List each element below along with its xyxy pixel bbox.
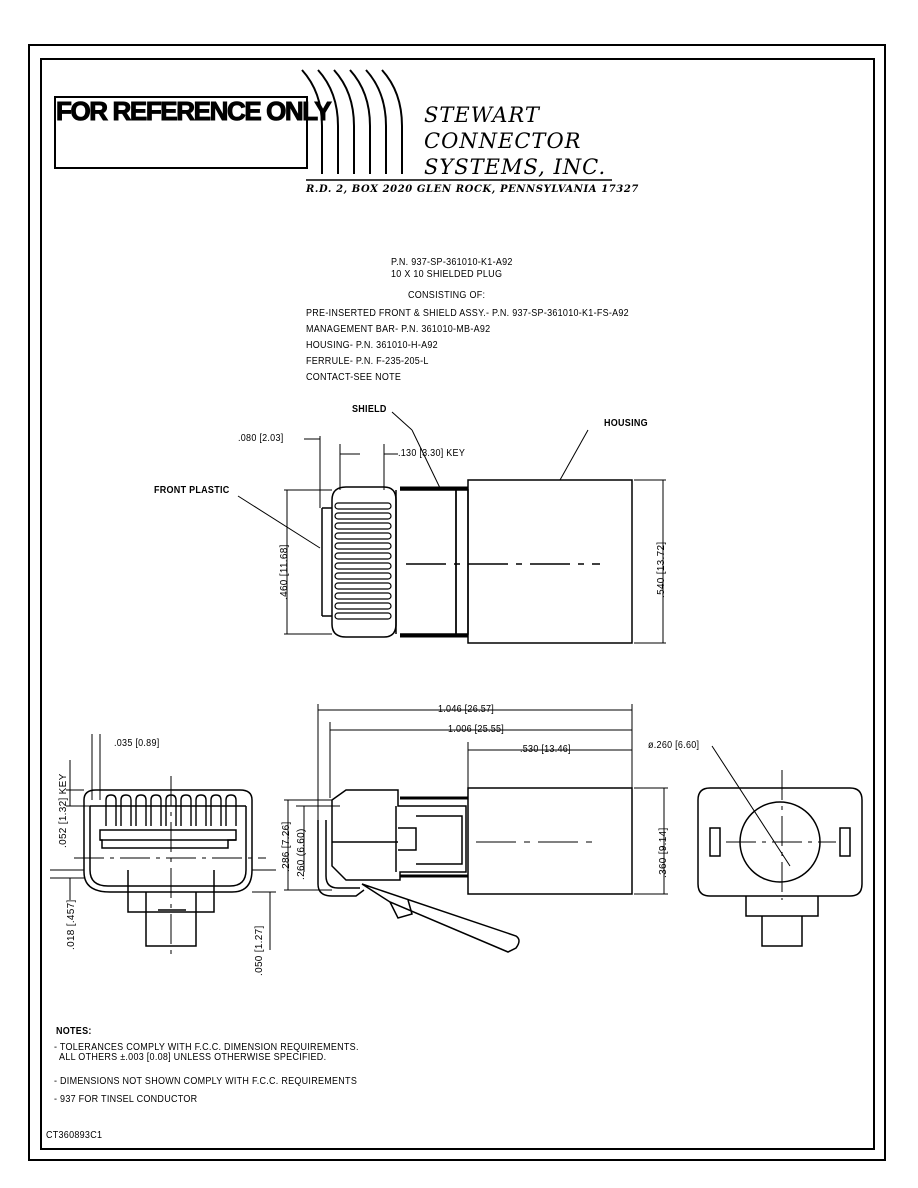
- component-line: HOUSING- P.N. 361010-H-A92: [306, 340, 438, 351]
- dim-260: .260 (6.60): [296, 828, 307, 880]
- dim-286: .286 [7.26]: [281, 821, 292, 872]
- dim-018: .018 [.457]: [66, 899, 77, 950]
- note-item: - TOLERANCES COMPLY WITH F.C.C. DIMENSIO…: [54, 1042, 359, 1053]
- dim-1046: 1.046 [26.57]: [438, 704, 495, 715]
- company-name-line1: STEWART: [424, 103, 540, 127]
- dim-050: .050 [1.27]: [254, 925, 265, 976]
- label-front-plastic: FRONT PLASTIC: [154, 485, 230, 496]
- component-line: FERRULE- P.N. F-235-205-L: [306, 356, 429, 367]
- part-description: 10 X 10 SHIELDED PLUG: [391, 269, 503, 280]
- dim-052-key: .052 [1.32] KEY: [58, 773, 69, 848]
- drawing-number: CT360893C1: [46, 1130, 103, 1141]
- reference-stamp-box: [54, 96, 308, 169]
- label-shield: SHIELD: [352, 404, 387, 415]
- company-name-line3: SYSTEMS, INC.: [424, 155, 607, 179]
- dim-360: .360 [9.14]: [658, 827, 669, 878]
- rear-view: [697, 745, 863, 947]
- note-item: - DIMENSIONS NOT SHOWN COMPLY WITH F.C.C…: [54, 1076, 358, 1087]
- dim-1006: 1.006 [25.55]: [448, 724, 505, 735]
- company-logo-stripes: [301, 69, 403, 174]
- component-line: CONTACT-SEE NOTE: [306, 372, 402, 383]
- front-view-dimensions: [50, 734, 276, 950]
- drawing-border-outer: [28, 44, 886, 1161]
- notes-title: NOTES:: [56, 1026, 92, 1037]
- label-housing: HOUSING: [604, 418, 648, 429]
- reference-stamp: FOR REFERENCE ONLY: [55, 96, 332, 127]
- note-item: - 937 FOR TINSEL CONDUCTOR: [54, 1094, 198, 1105]
- component-line: PRE-INSERTED FRONT & SHIELD ASSY.- P.N. …: [306, 308, 629, 319]
- consisting-of-label: CONSISTING OF:: [408, 290, 486, 301]
- dim-540: .540 [13.72]: [656, 541, 667, 598]
- front-view: [74, 776, 266, 956]
- part-number: P.N. 937-SP-361010-K1-A92: [391, 257, 513, 268]
- dim-130-key: .130 [3.30] KEY: [398, 448, 466, 459]
- company-address: R.D. 2, BOX 2020 GLEN ROCK, PENNSYLVANIA…: [306, 184, 639, 195]
- side-view-dimensions: [284, 704, 668, 895]
- dim-530: .530 [13.46]: [520, 744, 571, 755]
- dim-035: .035 [0.89]: [114, 738, 160, 749]
- note-item: ALL OTHERS ±.003 [0.08] UNLESS OTHERWISE…: [54, 1052, 327, 1063]
- drawing-border-inner: [40, 58, 875, 1150]
- dim-080: .080 [2.03]: [238, 433, 284, 444]
- dim-diameter: ø.260 [6.60]: [648, 740, 700, 751]
- side-view: [317, 787, 633, 953]
- top-view: [321, 479, 633, 644]
- top-view-dimensions: [237, 411, 666, 644]
- component-line: MANAGEMENT BAR- P.N. 361010-MB-A92: [306, 324, 491, 335]
- dim-460: .460 [11.68]: [279, 544, 290, 600]
- company-name-line2: CONNECTOR: [424, 129, 582, 153]
